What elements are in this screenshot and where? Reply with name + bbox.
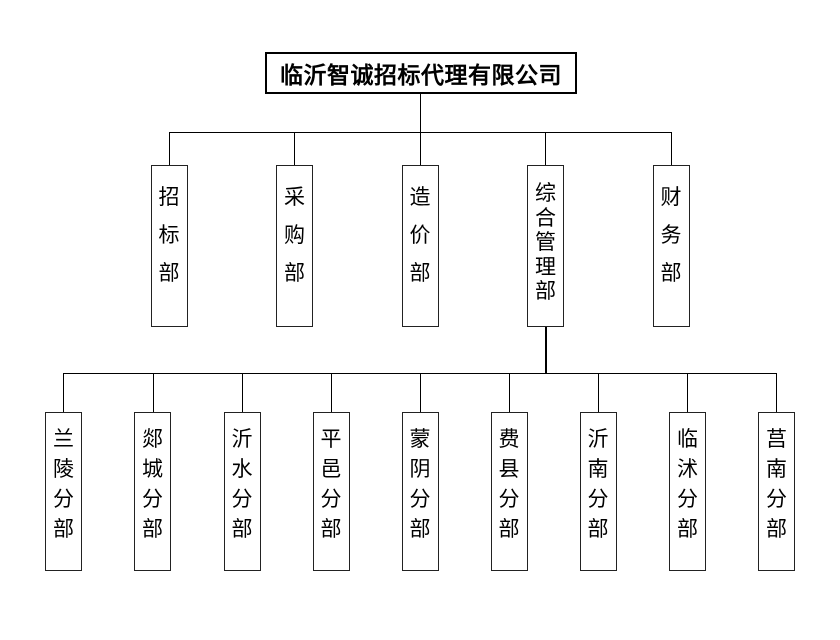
branch-box-tancheng: 郯城分部	[134, 412, 171, 571]
dept-box-procurement: 采购部	[276, 165, 313, 327]
branch-label-junan: 莒南分部	[766, 427, 787, 541]
connector-drop-general-management	[545, 132, 546, 165]
connector-root-stem	[419, 94, 421, 133]
branch-box-yishui: 沂水分部	[223, 412, 261, 571]
dept-label-bidding: 招标部	[158, 185, 180, 285]
dept-box-cost: 造价部	[401, 165, 439, 327]
connector-branch-drop-mengyin	[419, 373, 421, 412]
connector-branch-drop-linshu	[687, 373, 688, 412]
branch-box-linshu: 临沭分部	[669, 412, 706, 571]
dept-label-cost: 造价部	[409, 185, 431, 285]
branch-label-linshu: 临沭分部	[677, 427, 698, 541]
dept-label-finance: 财务部	[660, 185, 682, 285]
branch-box-lanling: 兰陵分部	[45, 412, 82, 571]
branch-label-lanling: 兰陵分部	[53, 427, 74, 541]
connector-branch-drop-yishui	[241, 373, 243, 412]
connector-drop-procurement	[294, 132, 295, 165]
connector-branch-drop-yinan	[597, 373, 599, 412]
connector-management-stem	[544, 327, 547, 373]
connector-branch-drop-feixian	[508, 373, 510, 412]
branch-box-pingyi: 平邑分部	[312, 412, 350, 571]
branch-box-yinan: 沂南分部	[579, 412, 617, 571]
dept-box-general-management: 综合管理部	[527, 165, 564, 327]
branch-label-yishui: 沂水分部	[231, 427, 253, 541]
branch-box-mengyin: 蒙阴分部	[401, 412, 439, 571]
connector-drop-bidding	[168, 132, 170, 165]
connector-branch-drop-pingyi	[330, 373, 332, 412]
branch-box-feixian: 费县分部	[490, 412, 528, 571]
company-name-box: 临沂智诚招标代理有限公司	[265, 52, 577, 94]
connector-drop-cost	[419, 132, 421, 165]
connector-drop-finance	[670, 132, 672, 165]
dept-label-general-management: 综合管理部	[535, 181, 556, 303]
branch-label-pingyi: 平邑分部	[320, 427, 342, 541]
dept-label-procurement: 采购部	[284, 185, 305, 285]
company-name-label: 临沂智诚招标代理有限公司	[280, 62, 562, 88]
branch-label-tancheng: 郯城分部	[142, 427, 163, 541]
dept-box-finance: 财务部	[652, 165, 690, 327]
branch-box-junan: 莒南分部	[758, 412, 795, 571]
connector-branch-drop-tancheng	[152, 373, 154, 412]
dept-box-bidding: 招标部	[150, 165, 188, 327]
branch-label-yinan: 沂南分部	[587, 427, 609, 541]
connector-branch-drop-lanling	[63, 373, 64, 412]
branch-label-mengyin: 蒙阴分部	[409, 427, 431, 541]
connector-branch-drop-junan	[776, 373, 777, 412]
branch-label-feixian: 费县分部	[498, 427, 520, 541]
